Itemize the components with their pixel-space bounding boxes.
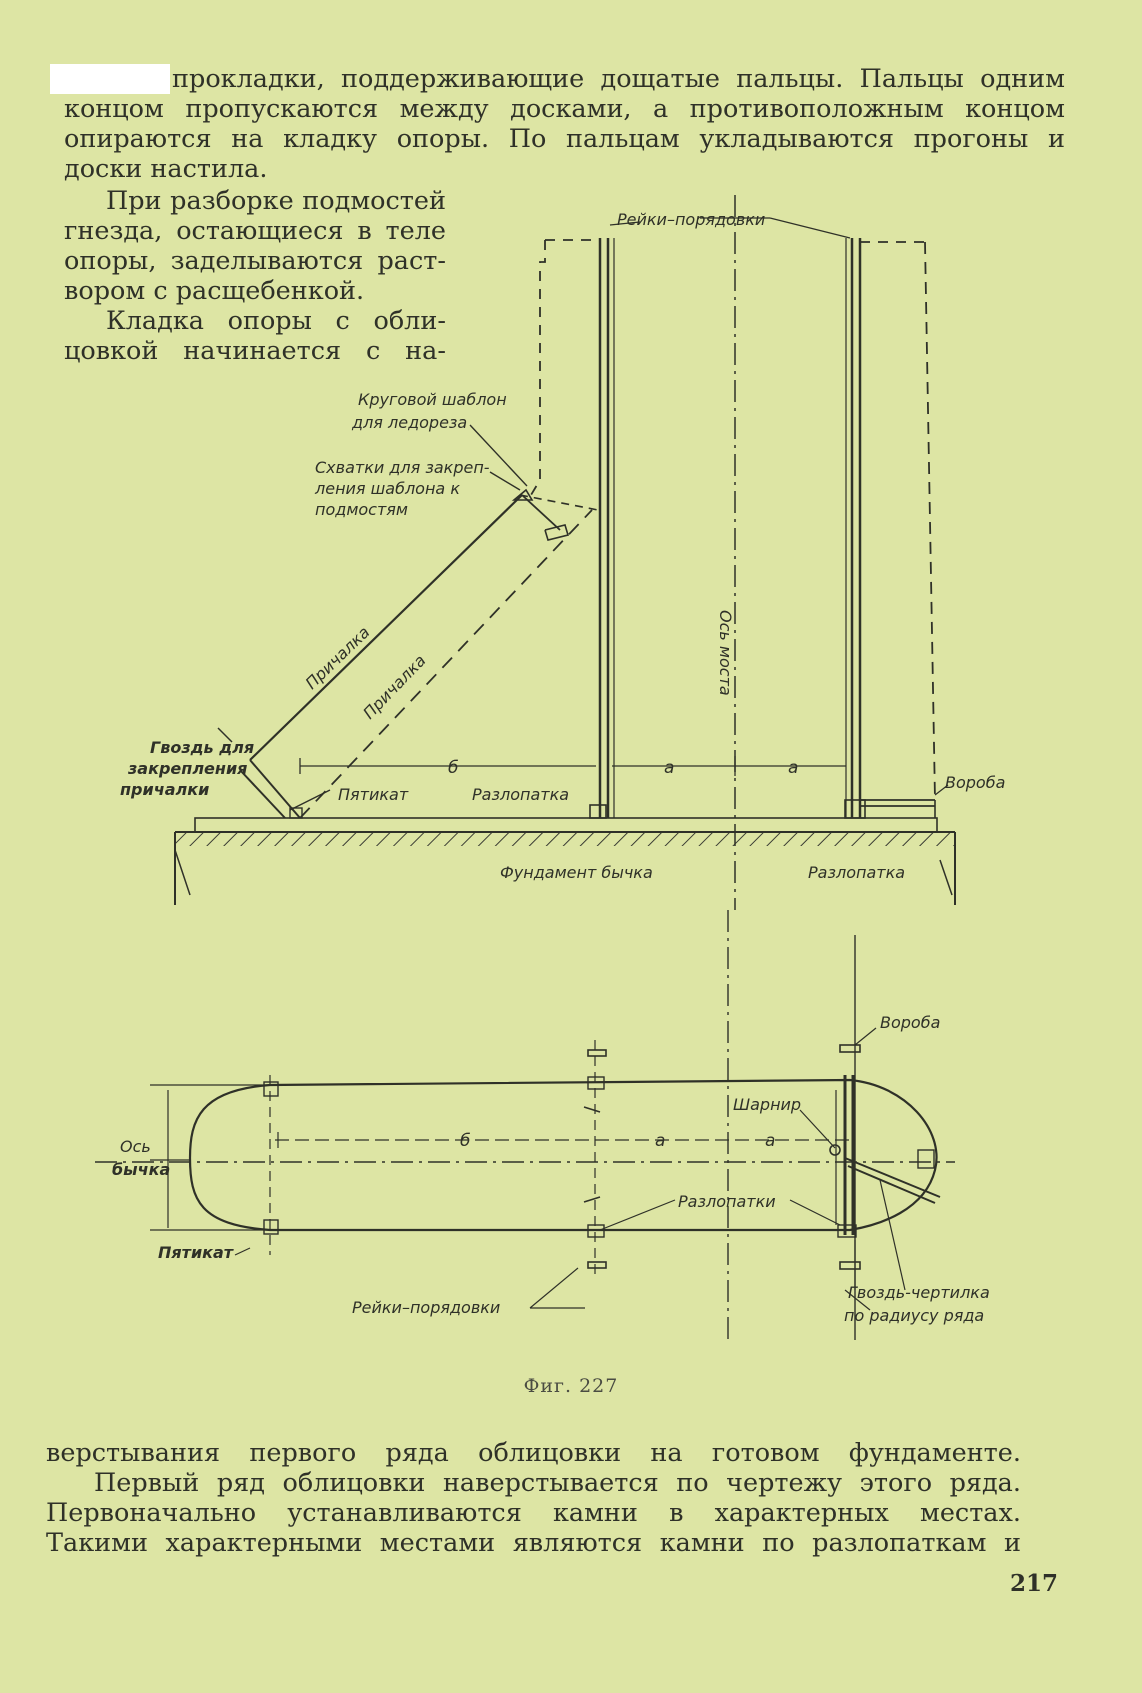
label-razlopatki: Разлопатки — [678, 1192, 776, 1211]
prichalka-solid-line — [249, 494, 523, 761]
template-clamp-triangle — [511, 488, 534, 501]
pier-plan-outline — [188, 1078, 938, 1232]
hinge-rod — [844, 1157, 941, 1198]
label-plan-dim-b: б — [460, 1131, 470, 1151]
label-gvozd-plan-2: по радиусу ряда — [844, 1306, 984, 1325]
label-fundament: Фундамент бычка — [500, 863, 653, 882]
base-plank — [194, 817, 938, 833]
bottom-line-3: Первоначально устанавливаются камни в ха… — [46, 1498, 1021, 1528]
label-os-1: Ось — [120, 1137, 151, 1156]
label-plan-dim-a1: а — [655, 1131, 665, 1151]
side-line-5: Кладка опоры с обли- — [106, 306, 446, 336]
label-plan-dim-a2: а — [765, 1131, 775, 1151]
label-gvozd-3: причалки — [120, 780, 209, 799]
label-gvozd-1: Гвоздь для — [150, 738, 254, 757]
figure-227-drawing: Рейки–порядовки Круговой шаблон для ледо… — [95, 195, 1005, 1345]
label-sharnir: Шарнир — [733, 1095, 801, 1114]
top-line-2: концом пропускаются между досками, а про… — [64, 94, 1065, 124]
bottom-line-1: верстывания первого ряда облицовки на го… — [46, 1438, 1021, 1468]
page-number: 217 — [1010, 1570, 1059, 1597]
label-skhvatki-3: подмостям — [315, 500, 408, 519]
top-line-4: доски настила. — [64, 154, 268, 184]
top-line-1: прокладки, поддерживающие дощатые пальцы… — [172, 64, 1065, 94]
top-line-3: опираются на кладку опоры. По пальцам ук… — [64, 124, 1065, 154]
label-razlopatka-right: Разлопатка — [808, 863, 905, 882]
label-prichalka-2: Причалка — [359, 651, 429, 723]
figure-caption: Фиг. 227 — [523, 1375, 619, 1397]
side-line-1: При разборке подмостей — [106, 186, 446, 216]
label-os-2: бычка — [112, 1160, 170, 1179]
foundation-hatch — [175, 832, 955, 846]
bottom-line-4: Такими характерными местами являются кам… — [46, 1528, 1021, 1558]
prichalka-dashed-line — [299, 509, 593, 819]
label-voroba-top: Вороба — [945, 773, 1005, 792]
form-outline-left — [527, 240, 546, 501]
label-dim-a1: а — [664, 758, 674, 778]
label-gvozd-plan-1: Гвоздь-чертилка — [848, 1283, 990, 1302]
form-outline-right — [924, 241, 936, 801]
label-reiki-plan: Рейки–порядовки — [352, 1298, 500, 1317]
label-razlopatka-left: Разлопатка — [472, 785, 569, 804]
label-gvozd-2: закрепления — [127, 759, 247, 778]
label-krugovoi-2: для ледореза — [351, 413, 467, 432]
label-dim-a2: а — [788, 758, 798, 778]
side-line-3: опоры, заделываются раст- — [64, 246, 446, 276]
label-os-mosta: Ось моста — [716, 610, 735, 696]
side-line-6: цовкой начинается с на- — [64, 336, 446, 366]
side-line-2: гнезда, остающиеся в теле — [64, 216, 446, 246]
label-pyatikat-top: Пятикат — [338, 785, 409, 804]
label-pyatikat-plan: Пятикат — [158, 1243, 235, 1262]
label-reiki-top: Рейки–порядовки — [617, 210, 765, 229]
redacted-block — [50, 64, 170, 94]
side-line-4: вором с расщебенкой. — [64, 276, 365, 306]
label-skhvatki-2: ления шаблона к — [314, 479, 460, 498]
label-voroba-plan: Вороба — [880, 1013, 940, 1032]
label-dim-b: б — [448, 758, 458, 778]
bottom-line-2: Первый ряд облицовки наверстывается по ч… — [94, 1468, 1021, 1498]
label-krugovoi-1: Круговой шаблон — [358, 390, 507, 409]
label-skhvatki-1: Схватки для закреп- — [315, 458, 490, 477]
label-prichalka-1: Причалка — [302, 623, 374, 693]
